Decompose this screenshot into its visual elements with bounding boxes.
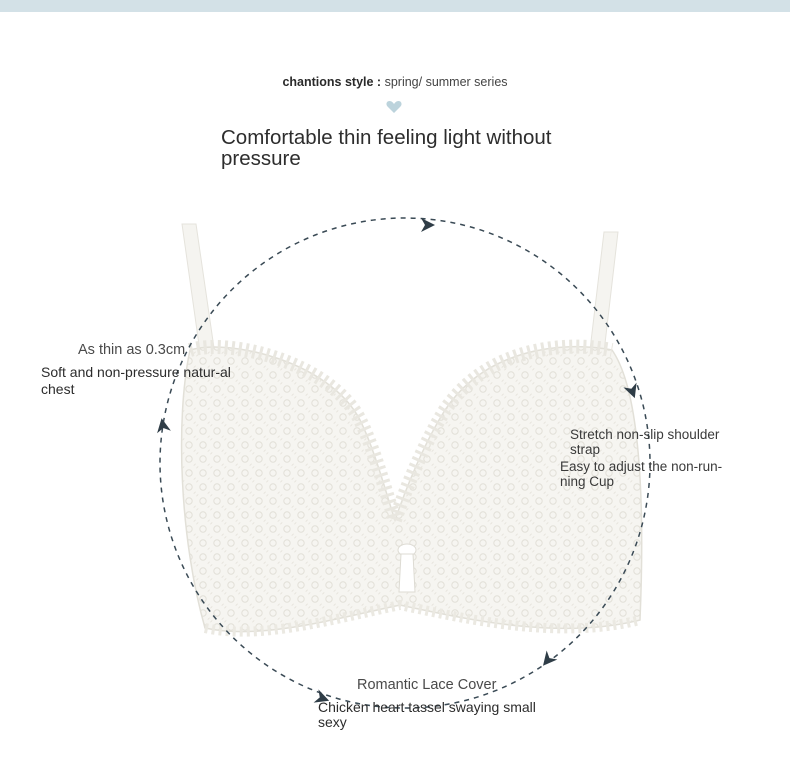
lace-callout-title: Romantic Lace Cover	[357, 677, 497, 693]
thin-callout-title: As thin as 0.3cm	[78, 342, 186, 358]
arrow-head-icon	[157, 418, 171, 434]
brand-line: chantions style : spring/ summer series	[0, 75, 790, 89]
bottom-lace-edge	[203, 599, 642, 637]
top-color-band	[0, 0, 790, 12]
arrow-head-icon	[313, 689, 330, 703]
lace-callout-desc: Chicken heart tassel swaying small sexy	[318, 699, 536, 730]
arrow-head-icon	[543, 650, 558, 666]
left-lace-edge	[187, 340, 402, 523]
series-label: spring/ summer series	[384, 75, 508, 89]
arrow-head-icon	[623, 382, 637, 399]
product-illustration	[157, 217, 651, 709]
headline: Comfortable thin feeling light without p…	[221, 126, 552, 170]
right-lace-edge	[388, 339, 614, 523]
strap-callout-title: Stretch non-slip shoulder strap	[570, 427, 720, 457]
left-strap	[181, 223, 215, 353]
heart-icon	[386, 101, 402, 113]
dashed-circle	[159, 217, 651, 709]
brand-label: chantions style :	[282, 75, 382, 89]
arrow-head-icon	[421, 218, 435, 232]
center-tassel	[398, 553, 416, 593]
thin-callout-desc: Soft and non-pressure natur-al chest	[41, 364, 231, 397]
strap-callout-desc: Easy to adjust the non-run-ning Cup	[560, 459, 723, 489]
